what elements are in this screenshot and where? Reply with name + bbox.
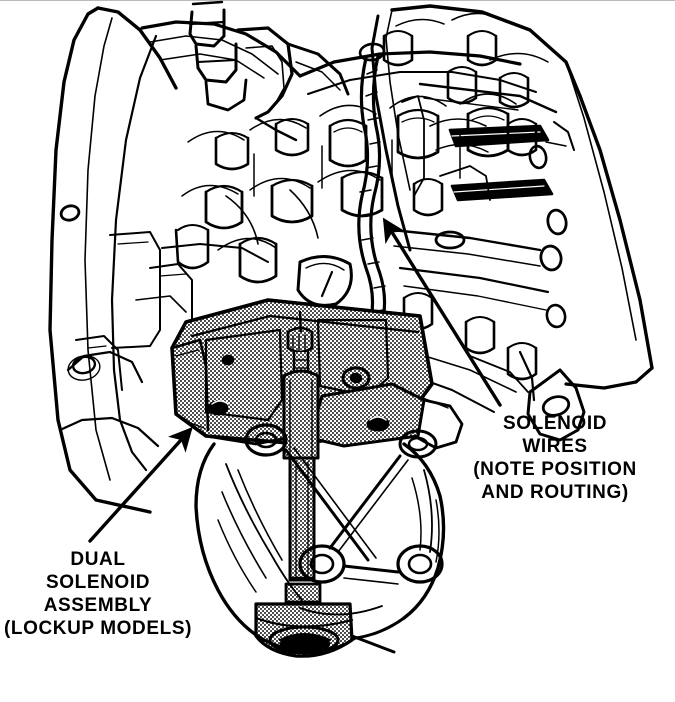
valve-body-lower-bores <box>135 189 353 323</box>
callout-line: AND ROUTING) <box>481 482 629 503</box>
callout-line: DUAL <box>70 549 126 570</box>
leader-line-solenoid-wires <box>382 217 502 407</box>
vent-tube <box>188 0 248 112</box>
callout-leader-lines <box>88 217 502 543</box>
callout-line: WIRES <box>522 436 588 457</box>
leader-line-dual-solenoid <box>88 427 193 543</box>
callout-dual-solenoid-assembly: DUAL SOLENOID ASSEMBLY (LOCKUP MODELS) <box>0 548 196 640</box>
valve-body-upper-bores <box>181 50 554 230</box>
valve-body-rear-housing <box>48 6 302 514</box>
callout-line: SOLENOID <box>502 413 608 434</box>
accumulator-cover <box>194 423 446 653</box>
callout-line: (NOTE POSITION <box>473 459 637 480</box>
callout-solenoid-wires: SOLENOID WIRES (NOTE POSITION AND ROUTIN… <box>452 412 658 504</box>
callout-line: (LOCKUP MODELS) <box>3 618 193 639</box>
callout-line: SOLENOID <box>45 572 151 593</box>
figure-top-rule <box>0 0 675 1</box>
valve-body-front-plate <box>370 4 654 442</box>
valve-body-stop-bracket <box>236 26 350 142</box>
callout-line: ASSEMBLY <box>43 595 153 616</box>
